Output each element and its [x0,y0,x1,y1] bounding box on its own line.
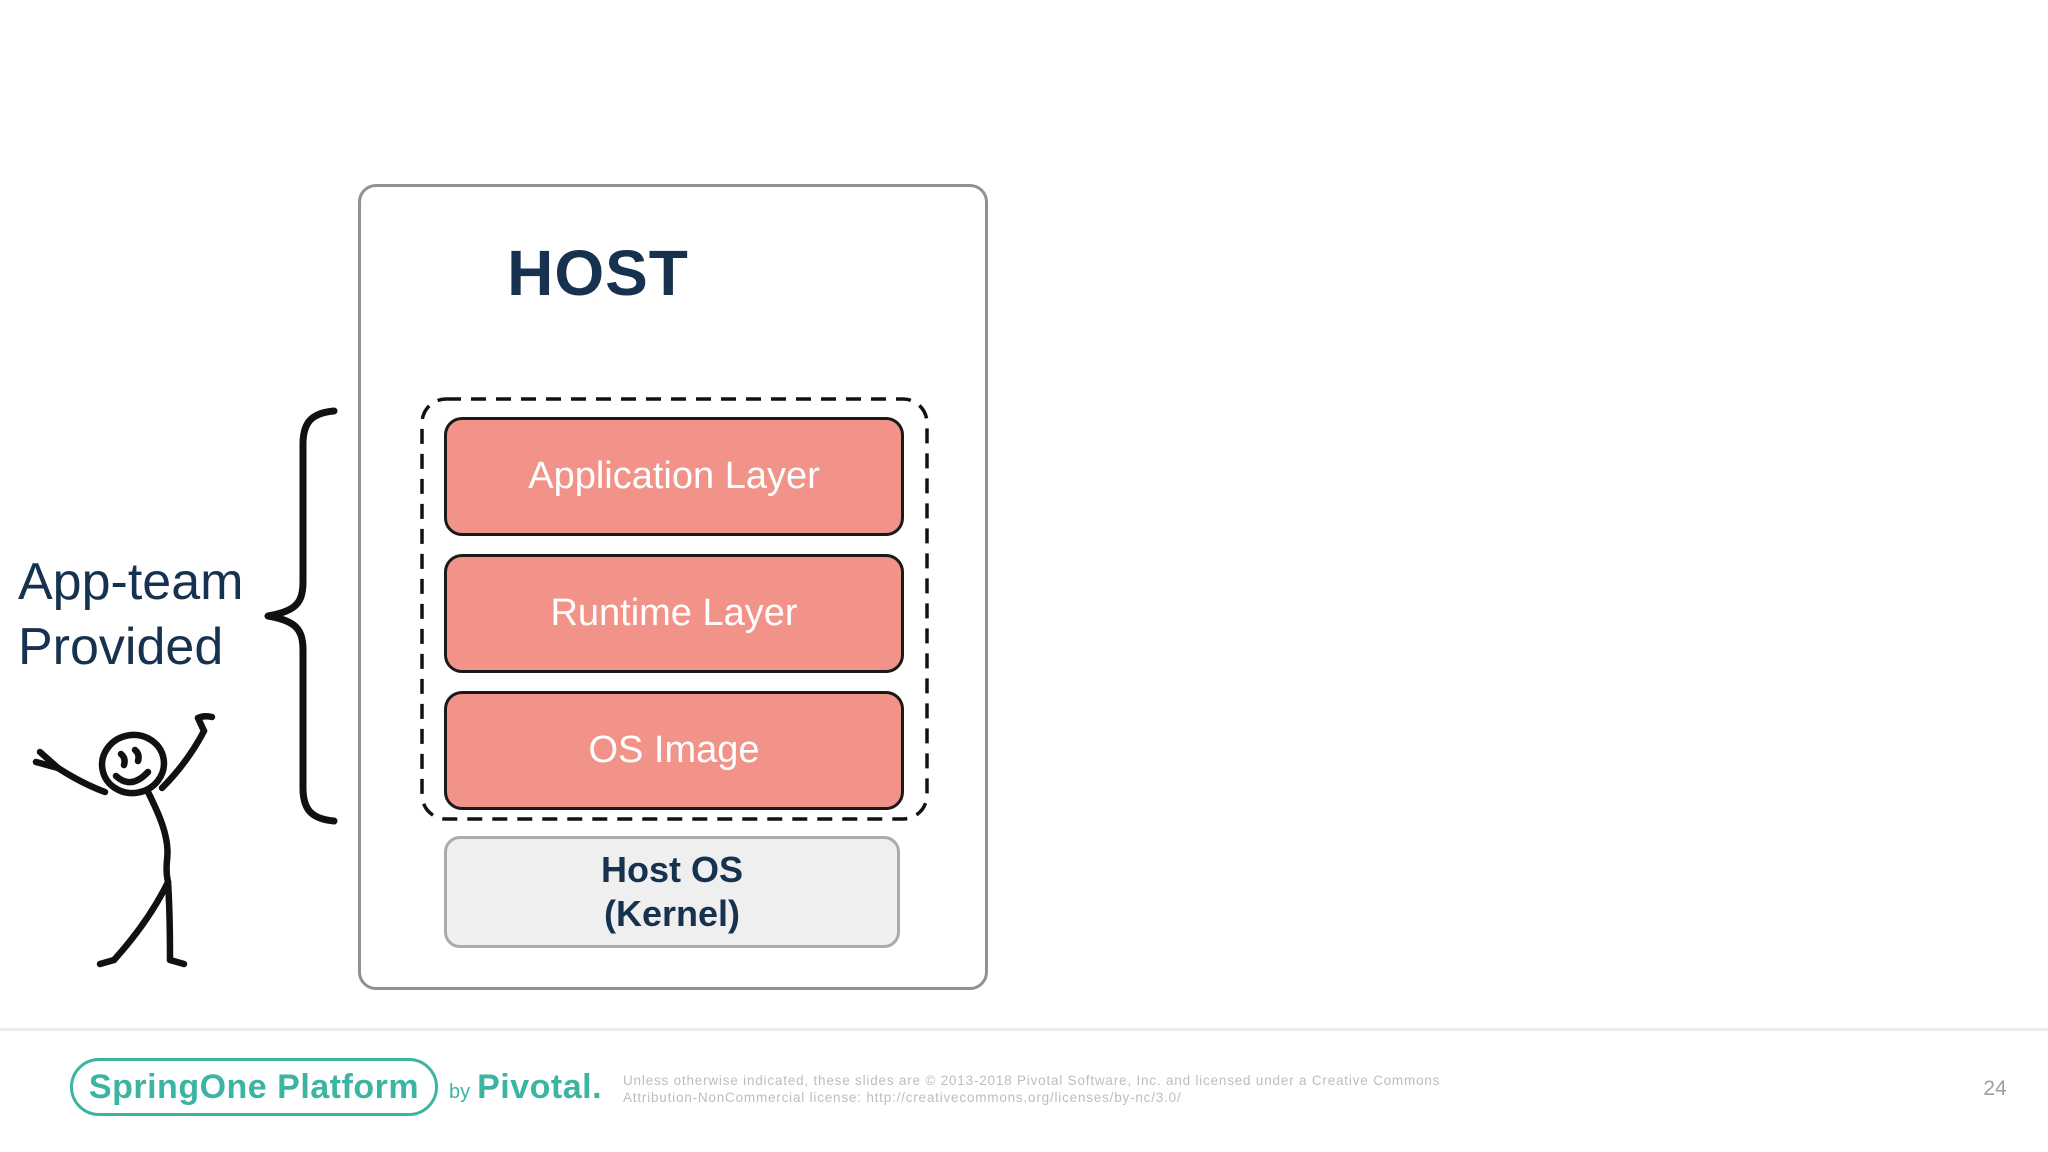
layer-application: Application Layer [444,417,904,536]
springone-platform-logo-text: SpringOne Platform [88,1067,420,1106]
license-line2: Attribution-NonCommercial license: http:… [623,1090,1182,1105]
host-os-kernel-box: Host OS (Kernel) [444,836,900,948]
host-os-line2: (Kernel) [603,893,741,934]
curly-brace [256,404,340,828]
layer-os-image-label: OS Image [588,729,760,771]
app-team-group-outline [420,397,929,821]
layer-application-label: Application Layer [528,455,820,497]
annotation-line1: App-team [18,553,244,611]
annotation-line2: Provided [18,618,224,676]
layer-runtime-label: Runtime Layer [550,592,798,634]
license-text: Unless otherwise indicated, these slides… [623,1072,1440,1106]
springone-platform-logo: SpringOne Platform [70,1058,438,1116]
footer-divider [0,1028,2048,1031]
license-line1: Unless otherwise indicated, these slides… [623,1073,1441,1088]
host-title: HOST [507,237,689,309]
page-number: 24 [1983,1077,2007,1100]
by-label: by [449,1080,471,1103]
app-team-provided-label: App-team Provided [18,550,243,680]
pivotal-wordmark: Pivotal. [477,1067,603,1106]
host-os-line1: Host OS [600,849,743,890]
by-pivotal-logo: by Pivotal. [449,1058,602,1116]
layer-os-image: OS Image [444,691,904,810]
stick-figure [20,702,234,986]
layer-runtime: Runtime Layer [444,554,904,673]
